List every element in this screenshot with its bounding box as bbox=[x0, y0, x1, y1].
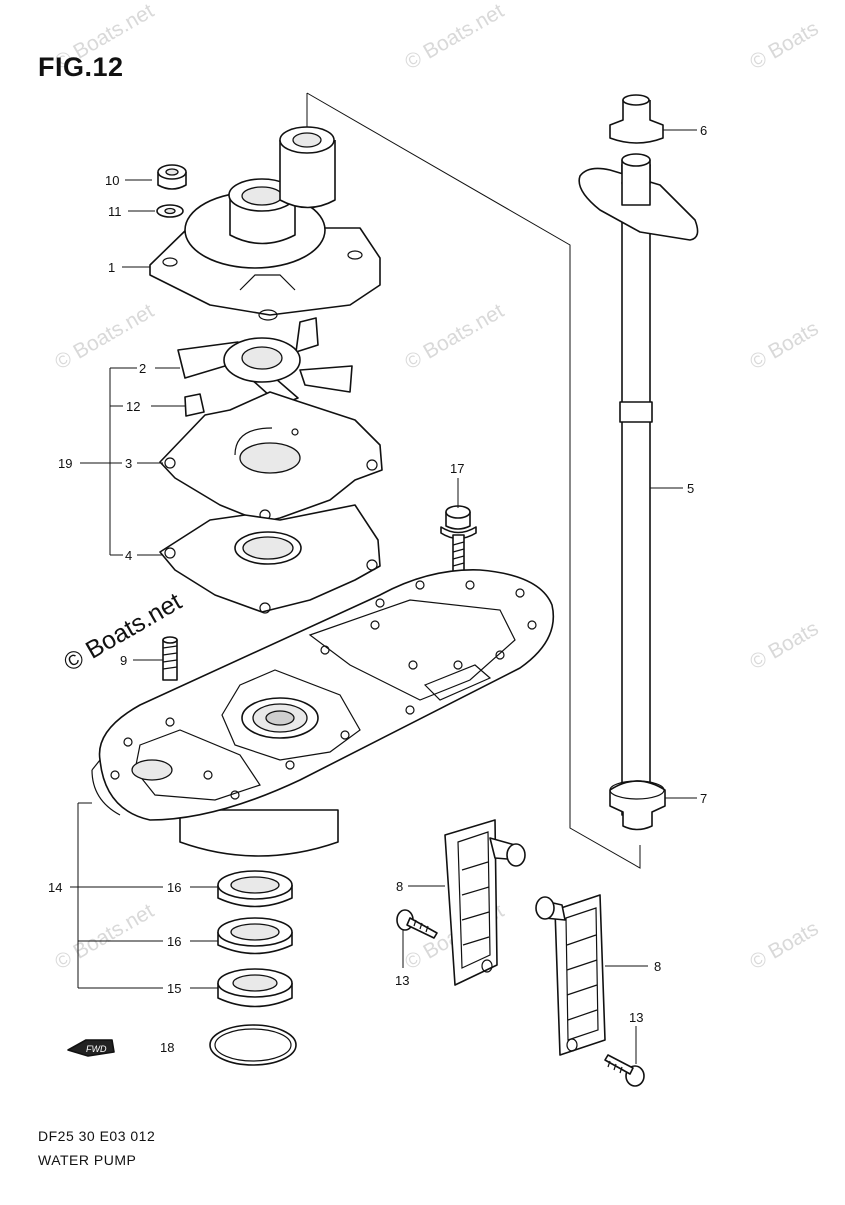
watermark: © Boats bbox=[746, 617, 822, 674]
callout-16-lower: 16 bbox=[167, 934, 181, 949]
callout-12: 12 bbox=[126, 399, 140, 414]
grommet-bottom bbox=[609, 780, 666, 831]
figure-code: DF25 30 E03 012 bbox=[38, 1128, 156, 1144]
callout-18: 18 bbox=[160, 1040, 174, 1055]
oil-seal-lower bbox=[217, 917, 293, 955]
callout-17: 17 bbox=[450, 461, 464, 476]
washer bbox=[156, 204, 184, 218]
screw-right bbox=[604, 1054, 645, 1087]
callout-6: 6 bbox=[700, 123, 707, 138]
watermark: © Boats bbox=[746, 17, 822, 74]
fwd-arrow-icon: FWD bbox=[67, 1039, 115, 1057]
callout-3: 3 bbox=[125, 456, 132, 471]
figure-title: FIG.12 bbox=[38, 52, 124, 82]
watermark: © Boats.net bbox=[401, 299, 508, 374]
watermark: © Boats bbox=[746, 317, 822, 374]
dowel-pin bbox=[162, 636, 178, 681]
oil-seal-upper bbox=[217, 870, 293, 908]
water-tube bbox=[578, 153, 699, 816]
o-ring bbox=[209, 1024, 297, 1066]
callout-7: 7 bbox=[700, 791, 707, 806]
callout-11: 11 bbox=[108, 204, 122, 219]
callout-8-right: 8 bbox=[654, 959, 661, 974]
callout-13-left: 13 bbox=[395, 973, 409, 988]
callout-4: 4 bbox=[125, 548, 132, 563]
callout-14: 14 bbox=[48, 880, 62, 895]
callout-9: 9 bbox=[120, 653, 127, 668]
lower-case-plate bbox=[91, 569, 554, 857]
callout-8-left: 8 bbox=[396, 879, 403, 894]
screw-left bbox=[396, 909, 438, 939]
watermark: © Boats bbox=[746, 917, 822, 974]
impeller bbox=[177, 317, 353, 406]
watermark: © Boats.net bbox=[401, 0, 508, 74]
callout-5: 5 bbox=[687, 481, 694, 496]
bearing bbox=[217, 968, 293, 1008]
callout-15: 15 bbox=[167, 981, 181, 996]
bolt bbox=[440, 505, 477, 574]
callout-13-right: 13 bbox=[629, 1010, 643, 1025]
grommet-top bbox=[609, 94, 664, 144]
callout-19: 19 bbox=[58, 456, 72, 471]
water-strainer-right bbox=[535, 894, 606, 1056]
callout-16-upper: 16 bbox=[167, 880, 181, 895]
callout-10: 10 bbox=[105, 173, 119, 188]
figure-name: WATER PUMP bbox=[38, 1152, 137, 1168]
gasket bbox=[159, 504, 381, 614]
assembly-guide-lines bbox=[306, 92, 641, 869]
watermark: © Boats.net bbox=[51, 899, 158, 974]
callout-2: 2 bbox=[139, 361, 146, 376]
wear-plate bbox=[159, 391, 383, 523]
pump-case bbox=[149, 126, 381, 321]
key bbox=[184, 393, 205, 417]
water-strainer-left bbox=[444, 819, 526, 986]
nut bbox=[157, 164, 187, 190]
fwd-label: FWD bbox=[86, 1044, 107, 1054]
callout-1: 1 bbox=[108, 260, 115, 275]
leader-lines bbox=[70, 129, 697, 1064]
callout-labels: 10 11 1 2 12 19 3 4 9 17 6 5 7 14 16 16 … bbox=[48, 123, 707, 1055]
watermarks: © Boats.net © Boats.net © Boats © Boats.… bbox=[51, 0, 822, 974]
